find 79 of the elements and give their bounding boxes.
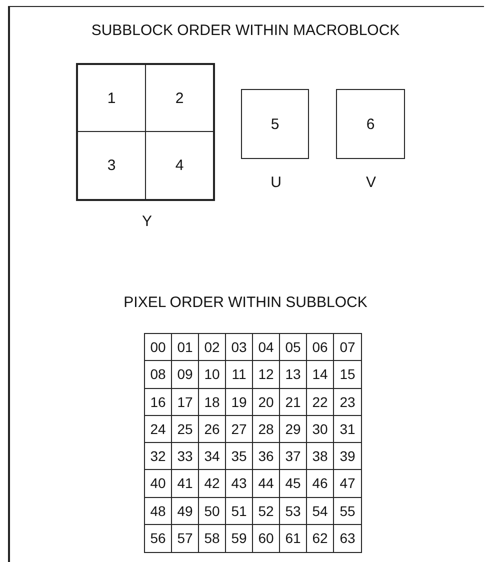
pixel-index-cell: 05 bbox=[280, 334, 307, 362]
pixel-index-cell: 01 bbox=[172, 334, 199, 362]
subblock-square bbox=[145, 131, 214, 200]
pixel-index-cell: 56 bbox=[145, 524, 172, 552]
pixel-index-cell: 30 bbox=[307, 416, 334, 443]
pixel-index-cell: 52 bbox=[253, 498, 280, 525]
heading: SUBBLOCK ORDER WITHIN MACROBLOCK bbox=[90, 22, 401, 39]
pixel-index-cell: 55 bbox=[334, 498, 361, 525]
pixel-index-cell: 57 bbox=[172, 524, 199, 552]
pixel-index-cell: 00 bbox=[145, 334, 172, 362]
pixel-index-cell: 61 bbox=[280, 524, 307, 552]
pixel-index-cell: 44 bbox=[253, 470, 280, 498]
pixel-index-cell: 62 bbox=[307, 524, 334, 552]
component-label: Y bbox=[142, 214, 152, 229]
pixel-index-cell: 21 bbox=[280, 388, 307, 416]
block-number: 5 bbox=[270, 116, 280, 132]
pixel-index-cell: 13 bbox=[280, 361, 307, 388]
pixel-index-cell: 47 bbox=[334, 470, 361, 498]
pixel-index-cell: 37 bbox=[280, 443, 307, 470]
pixel-index-cell: 49 bbox=[172, 498, 199, 525]
pixel-index-cell-text: 63 bbox=[338, 529, 356, 548]
pixel-index-cell: 22 bbox=[307, 388, 334, 416]
block-number: 2 bbox=[175, 90, 184, 106]
pixel-index-cell: 46 bbox=[307, 470, 334, 498]
pixel-index-cell: 50 bbox=[199, 498, 226, 525]
pixel-index-cell: 23 bbox=[334, 388, 361, 416]
pixel-index-cell: 19 bbox=[226, 388, 253, 416]
pixel-index-cell: 02 bbox=[199, 334, 226, 362]
block-number: 6 bbox=[366, 116, 375, 132]
pixel-index-cell: 51 bbox=[226, 498, 253, 525]
pixel-index-cell: 14 bbox=[307, 361, 334, 388]
pixel-index-cell: 54 bbox=[307, 498, 334, 525]
component-label: U bbox=[270, 175, 282, 190]
pixel-index-cell: 48 bbox=[145, 498, 172, 525]
pixel-index-cell: 26 bbox=[199, 416, 226, 443]
pixel-index-cell: 42 bbox=[199, 470, 226, 498]
pixel-index-cell: 12 bbox=[253, 361, 280, 388]
pixel-index-cell: 09 bbox=[172, 361, 199, 388]
pixel-index-cell: 32 bbox=[145, 443, 172, 470]
pixel-index-cell: 41 bbox=[172, 470, 199, 498]
pixel-index-cell: 11 bbox=[226, 361, 253, 388]
pixel-index-cell: 53 bbox=[280, 498, 307, 525]
pixel-index-cell: 15 bbox=[334, 361, 361, 388]
pixel-index-cell: 36 bbox=[253, 443, 280, 470]
pixel-index-cell: 34 bbox=[199, 443, 226, 470]
pixel-index-cell: 18 bbox=[199, 388, 226, 416]
pixel-index-cell: 35 bbox=[226, 443, 253, 470]
pixel-index-cell: 16 bbox=[145, 388, 172, 416]
pixel-index-cell: 33 bbox=[172, 443, 199, 470]
pixel-index-cell: 24 bbox=[145, 416, 172, 443]
subblock-square bbox=[77, 131, 146, 200]
pixel-index-cell: 29 bbox=[280, 416, 307, 443]
heading: PIXEL ORDER WITHIN SUBBLOCK bbox=[122, 294, 368, 311]
pixel-index-cell: 06 bbox=[307, 334, 334, 362]
pixel-index-cell: 03 bbox=[226, 334, 253, 362]
pixel-index-cell: 08 bbox=[145, 361, 172, 388]
pixel-index-cell: 58 bbox=[199, 524, 226, 552]
subblock-square bbox=[77, 64, 146, 132]
pixel-index-cell: 25 bbox=[172, 416, 199, 443]
pixel-index-cell: 04 bbox=[253, 334, 280, 362]
block-number: 4 bbox=[175, 158, 184, 173]
component-label: V bbox=[366, 175, 376, 190]
pixel-index-cell: 10 bbox=[199, 361, 226, 388]
subblock-square bbox=[145, 64, 214, 132]
pixel-index-cell: 59 bbox=[226, 524, 253, 552]
pixel-index-cell: 39 bbox=[334, 443, 361, 470]
block-number: 1 bbox=[107, 90, 116, 106]
pixel-index-cell: 60 bbox=[253, 524, 280, 552]
pixel-index-cell: 07 bbox=[334, 334, 361, 362]
pixel-index-cell: 45 bbox=[280, 470, 307, 498]
block-number: 3 bbox=[107, 158, 116, 173]
pixel-index-cell: 17 bbox=[172, 388, 199, 416]
pixel-index-cell: 27 bbox=[226, 416, 253, 443]
pixel-index-cell: 43 bbox=[226, 470, 253, 498]
pixel-index-cell: 28 bbox=[253, 416, 280, 443]
pixel-index-cell: 31 bbox=[334, 416, 361, 443]
pixel-index-cell: 40 bbox=[145, 470, 172, 498]
pixel-index-cell: 20 bbox=[253, 388, 280, 416]
pixel-index-cell: 38 bbox=[307, 443, 334, 470]
